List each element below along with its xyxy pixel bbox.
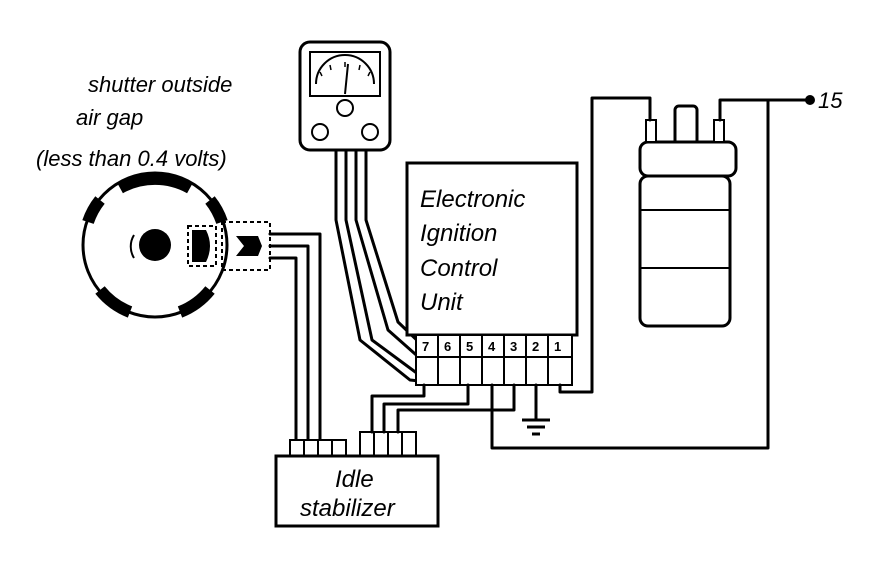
- caption-line-1: shutter outside: [88, 72, 232, 97]
- control-unit-line-1: Electronic: [420, 186, 525, 213]
- unit-stabilizer-wiring: [370, 383, 516, 434]
- pin-3-label: 3: [510, 339, 517, 354]
- ground-symbol: [522, 383, 550, 436]
- control-unit-line-3: Control: [420, 255, 498, 282]
- ignition-coil: [638, 104, 738, 328]
- sender-wiring: [268, 232, 322, 450]
- voltmeter: [298, 40, 392, 152]
- pin-6-label: 6: [444, 339, 451, 354]
- control-unit: Electronic Ignition Control Unit 7 6 5 4…: [405, 161, 579, 386]
- idle-stabilizer: Idle stabilizer: [274, 454, 440, 528]
- terminal-15-label: 15: [818, 88, 843, 113]
- pin-7-label: 7: [422, 339, 429, 354]
- control-unit-line-2: Ignition: [420, 220, 497, 247]
- pin-5-label: 5: [466, 339, 473, 354]
- control-unit-line-4: Unit: [420, 289, 464, 316]
- idle-stabilizer-line-2: stabilizer: [300, 495, 396, 522]
- caption-line-3: (less than 0.4 volts): [36, 146, 227, 171]
- shutter-caption: shutter outside air gap (less than 0.4 v…: [36, 72, 232, 171]
- idle-stabilizer-line-1: Idle: [335, 466, 374, 493]
- pin-1-label: 1: [554, 339, 561, 354]
- connector-pins: 7 6 5 4 3 2 1: [422, 335, 561, 357]
- pin-2-label: 2: [532, 339, 539, 354]
- coil-wiring: 15: [490, 88, 843, 450]
- hall-sender-disc: [81, 171, 271, 319]
- pin-4-label: 4: [488, 339, 496, 354]
- caption-line-2: air gap: [76, 105, 143, 130]
